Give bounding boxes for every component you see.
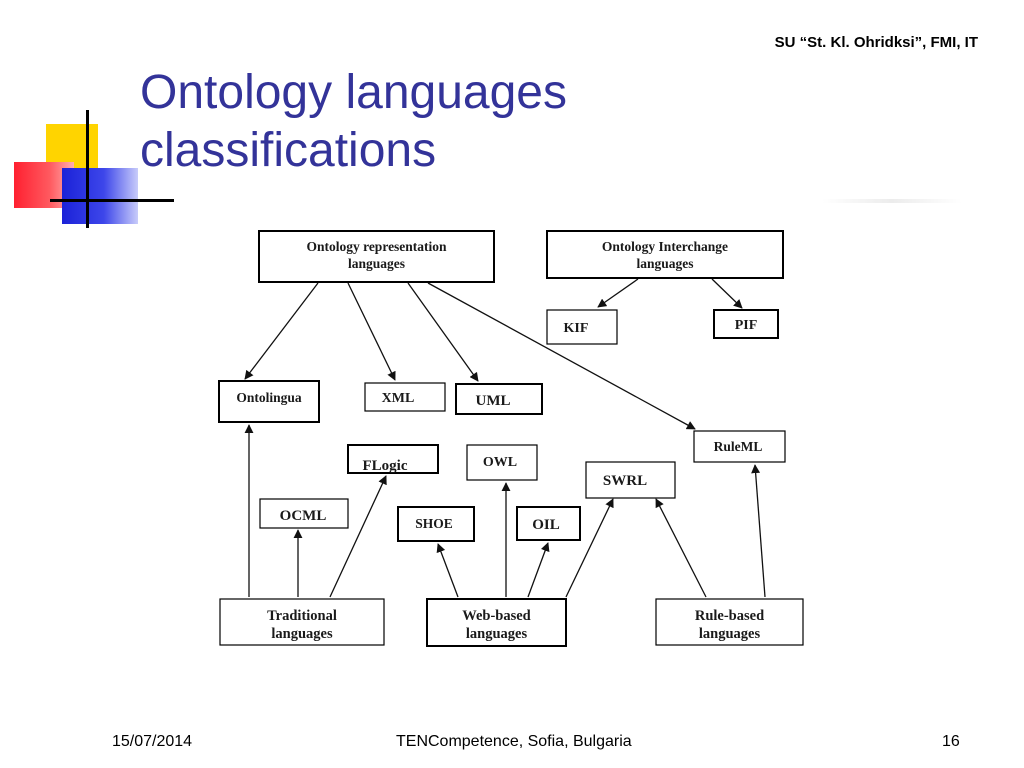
node-label: SHOE (415, 516, 453, 531)
edge-interchange-pif (711, 278, 743, 309)
diagram-edges (244, 278, 766, 598)
node-pif: PIF (713, 309, 779, 339)
node-label: RuleML (714, 439, 763, 454)
node-label: Ontolingua (236, 390, 302, 405)
slide-title-line-1: Ontology languages (140, 66, 567, 119)
edge-webbased-shoe (436, 543, 459, 598)
edge-interchange-kif (597, 278, 639, 308)
node-uml: UML (455, 383, 543, 415)
title-rule (822, 199, 962, 203)
node-label: UML (476, 393, 511, 409)
node-web-based-languages: Web-based languages (426, 598, 567, 647)
node-label: OIL (532, 517, 560, 533)
edge-webbased-swrl (565, 498, 614, 598)
node-label: OWL (483, 455, 517, 470)
node-ontology-representation-languages: Ontology representation languages (258, 230, 495, 283)
node-ontolingua: Ontolingua (218, 380, 320, 423)
node-traditional-languages: Traditional languages (219, 598, 385, 646)
node-ontology-interchange-languages: Ontology Interchange languages (546, 230, 784, 279)
node-label-line-2: languages (348, 256, 405, 271)
node-label-line-1: Ontology representation (306, 239, 447, 254)
decoration-vertical-line (86, 110, 89, 228)
node-label: XML (382, 391, 415, 406)
decoration-blue-square (62, 168, 138, 224)
footer-event: TENCompetence, Sofia, Bulgaria (396, 733, 632, 750)
node-swrl: SWRL (585, 461, 676, 499)
node-shoe: SHOE (397, 506, 475, 542)
edge-rulebased-swrl (655, 498, 707, 598)
header-credit: SU “St. Kl. Ohridksi”, FMI, IT (774, 34, 978, 51)
footer-page-number: 16 (942, 733, 960, 750)
node-label-line-2: languages (699, 626, 761, 642)
node-ocml: OCML (259, 498, 349, 529)
edge-representation-ruleml (427, 282, 696, 430)
edge-traditional-flogic (329, 475, 387, 598)
node-label: KIF (564, 321, 589, 336)
edge-rulebased-ruleml (751, 464, 766, 598)
edge-representation-uml (407, 282, 479, 382)
slide-title: Ontology languages classifications (140, 64, 567, 180)
node-label-line-1: Traditional (267, 608, 337, 624)
node-ruleml: RuleML (693, 430, 786, 463)
slide-title-line-2: classifications (140, 124, 437, 177)
node-label: OCML (280, 508, 327, 524)
node-flogic: FLogic (347, 444, 439, 474)
node-label-line-1: Ontology Interchange (602, 239, 728, 254)
node-label-line-1: Web-based (462, 608, 531, 624)
node-label: PIF (735, 318, 758, 333)
edge-representation-ontolingua (244, 282, 319, 380)
node-label: FLogic (363, 458, 408, 474)
node-label-line-1: Rule-based (695, 608, 764, 624)
footer-date: 15/07/2014 (112, 733, 193, 750)
node-label-line-2: languages (271, 626, 333, 642)
node-xml: XML (364, 382, 446, 412)
node-label: SWRL (603, 473, 647, 489)
node-label-line-2: languages (636, 256, 693, 271)
node-oil: OIL (516, 506, 581, 541)
node-rule-based-languages: Rule-based languages (655, 598, 804, 646)
node-label-line-2: languages (466, 626, 528, 642)
node-owl: OWL (466, 444, 538, 481)
node-kif: KIF (546, 309, 618, 345)
edge-webbased-oil (527, 542, 550, 598)
edge-representation-xml (347, 282, 396, 381)
decoration-horizontal-line (50, 199, 174, 202)
